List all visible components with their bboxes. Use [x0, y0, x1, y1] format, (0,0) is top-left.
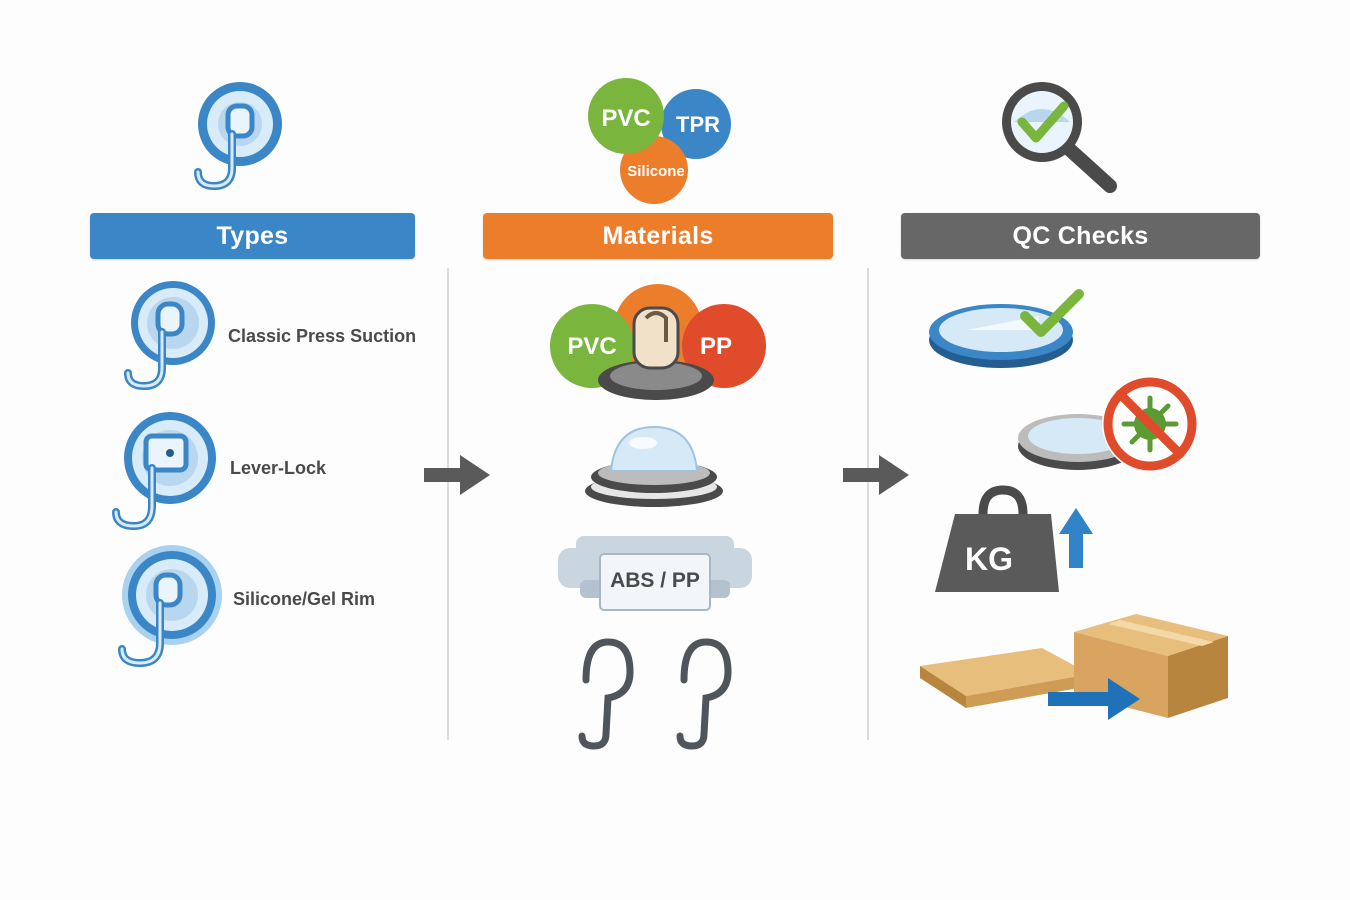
type-label-classic-press: Classic Press Suction: [228, 326, 417, 346]
hook-material-icon: PVC PP: [550, 284, 766, 400]
abs-pp-label: ABS / PP: [610, 569, 700, 592]
type-label-silicone-gel-rim: Silicone/Gel Rim: [233, 589, 376, 609]
seal-check-icon: [929, 289, 1084, 368]
suction-hook-icon: [194, 82, 282, 191]
magnifier-check-icon: [1002, 82, 1117, 193]
abs-pp-base-icon: ABS / PP: [558, 536, 752, 611]
materials-blend-icon: PVC TPR Silicone: [588, 78, 731, 204]
weight-kg-label: KG: [965, 541, 1013, 577]
divider-right: [867, 268, 869, 740]
materials-header: Materials: [483, 213, 833, 259]
suction-cup-dome-icon: [585, 425, 723, 507]
lever-lock-icon: [112, 412, 216, 531]
antibacterial-icon: [1018, 376, 1198, 472]
arrow-right-icon-2: [843, 455, 909, 495]
packaging-icon: [920, 614, 1228, 720]
weight-test-icon: KG: [935, 485, 1093, 592]
badge-tpr-top: TPR: [676, 112, 720, 137]
badge-silicone-top: Silicone: [627, 163, 685, 180]
badge-pp-hook: PP: [700, 333, 732, 360]
arrow-right-icon: [424, 455, 490, 495]
badge-pvc-top: PVC: [601, 105, 650, 132]
type-label-lever-lock: Lever-Lock: [230, 458, 327, 478]
qc-header: QC Checks: [901, 213, 1260, 259]
metal-hooks-icon: [578, 638, 732, 750]
divider-left: [447, 268, 449, 740]
silicone-gel-rim-icon: [118, 545, 222, 668]
types-header: Types: [90, 213, 415, 259]
badge-pvc-hook: PVC: [567, 333, 616, 360]
classic-press-suction-icon: [124, 281, 215, 391]
